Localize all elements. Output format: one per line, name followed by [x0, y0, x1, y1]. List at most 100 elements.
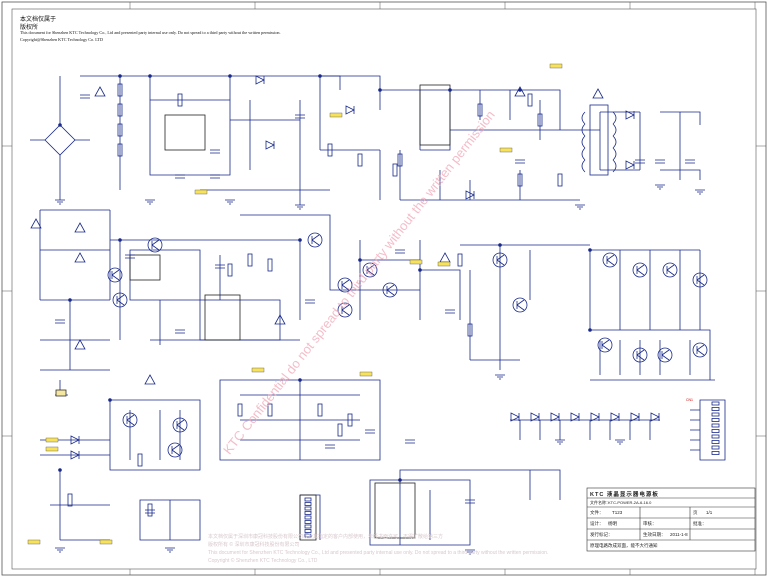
capacitor-symbol [125, 254, 135, 259]
schematic-wire [240, 380, 360, 460]
capacitor-symbol [465, 499, 475, 504]
ic-block [299, 494, 317, 541]
transistor-leads [516, 299, 525, 311]
net-tag [45, 437, 59, 443]
transformer-winding [581, 111, 586, 125]
transistor-symbol [167, 442, 183, 458]
connector-label: CN1 [686, 398, 694, 402]
warning-triangle [30, 218, 42, 229]
connector-pin [711, 445, 720, 450]
warning-triangle [74, 339, 86, 350]
footer-cn-line-1: 本文档仅属于深圳市康冠科技股份有限公司以及其指定的客户内部使用，未经书面许可，不… [208, 534, 444, 540]
resistor-symbol [527, 93, 533, 107]
wire-junction [378, 88, 382, 92]
capacitor-symbol [445, 309, 455, 314]
diode-symbol [530, 412, 540, 422]
page-value: 1/1 [706, 510, 713, 515]
diode-symbol [465, 190, 475, 200]
capacitor-symbol [325, 444, 335, 449]
warning-triangle [514, 86, 526, 97]
transistor-symbol [512, 297, 528, 313]
capacitor-symbol [365, 429, 375, 434]
resistor-symbol [557, 173, 563, 187]
transistor-leads [111, 269, 120, 281]
wire-junction [588, 328, 592, 332]
net-tag [45, 446, 59, 452]
connector-pin [711, 412, 720, 417]
schematic-wire [399, 469, 561, 500]
capacitor-symbol [175, 329, 185, 334]
resistor-symbol [267, 403, 273, 417]
ground-symbol [55, 199, 65, 205]
connector-pin [304, 533, 312, 538]
resistor-symbol [267, 258, 273, 272]
transformer-winding [612, 123, 617, 137]
designer-value: 杨明 [608, 521, 617, 526]
transistor-leads [496, 254, 505, 266]
ground-symbol [555, 439, 565, 445]
ic-block [164, 114, 206, 151]
schematic-wire [129, 410, 181, 460]
net-tag [27, 539, 41, 545]
transistor-symbol [307, 232, 323, 248]
diode-symbol [265, 140, 275, 150]
schematic-wire [380, 89, 451, 151]
diode-symbol [625, 110, 635, 120]
schematic-wire [110, 239, 301, 340]
resistor-symbol [477, 103, 483, 117]
diode-symbol [70, 435, 80, 445]
diode-symbol [610, 412, 620, 422]
resistor-symbol [177, 93, 183, 107]
connector-pin [304, 506, 312, 511]
schematic-wire [40, 299, 110, 371]
ground-symbol [225, 199, 235, 205]
connector-pin [711, 407, 720, 411]
ground-symbol [55, 547, 65, 553]
transistor-symbol [382, 282, 398, 298]
warning-triangle [274, 314, 286, 325]
resistor-symbol [347, 413, 353, 427]
wire-junction [58, 123, 62, 127]
transistor-leads [666, 264, 675, 276]
schematic-wire [450, 89, 561, 130]
footer-cn-line-2: 版权所有 © 深圳市康冠科技股份有限公司 [208, 542, 300, 548]
wire-junction [398, 478, 402, 482]
wire-junction [518, 88, 522, 92]
diode-symbol [345, 105, 355, 115]
schematic-wire [359, 240, 421, 320]
connector-pin [711, 423, 720, 428]
transistor-symbol [122, 412, 138, 428]
transformer-winding [612, 159, 617, 173]
net-tag [359, 371, 373, 377]
connector-pin [711, 418, 720, 422]
title-block-title: KTC 液晶显示器电源板 [590, 492, 659, 498]
transistor-leads [696, 274, 705, 286]
resistor-symbol [117, 103, 123, 117]
transformer-winding [612, 111, 617, 125]
wire-junction [298, 238, 302, 242]
wire-junction [148, 74, 152, 78]
ground-symbol [655, 184, 665, 190]
transistor-symbol [602, 252, 618, 268]
schematic-wire [510, 419, 660, 440]
drawing-label: 发行标记： [590, 532, 613, 537]
ground-symbol [495, 374, 505, 380]
footer-en-line-2: Copyright © Shenzhen KTC Technology Co.,… [208, 558, 318, 564]
diode-symbol [590, 412, 600, 422]
transistor-leads [116, 294, 125, 306]
warning-triangle [592, 88, 604, 99]
wire-junction [58, 468, 62, 472]
resistor-symbol [392, 163, 398, 177]
schematic-wire [200, 100, 330, 205]
sheet-border-inner [11, 8, 757, 570]
resistor-symbol [517, 173, 523, 187]
transistor-symbol [632, 347, 648, 363]
ground-symbol [615, 439, 625, 445]
resistor-symbol [357, 153, 363, 167]
capacitor-symbol [55, 319, 65, 324]
capacitor-symbol [405, 439, 415, 444]
ground-symbol [575, 204, 585, 210]
transistor-leads [661, 349, 670, 361]
wire-junction [498, 243, 502, 247]
capacitor-symbol [685, 159, 695, 164]
